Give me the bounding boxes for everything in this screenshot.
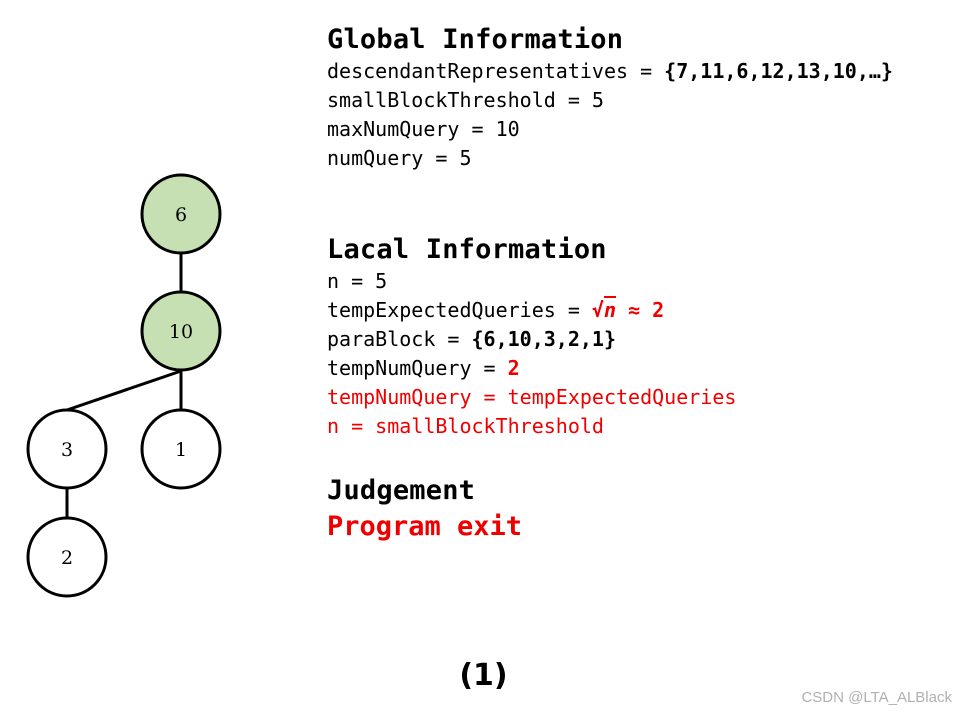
num-query-line: numQuery = 5 [327, 146, 472, 170]
n-line: n = 5 [327, 269, 388, 293]
tree-diagram: 6 10 3 1 2 [26, 173, 222, 598]
tree-edges [65, 253, 183, 517]
temp-num-query-line: tempNumQuery = 2 [327, 354, 736, 383]
condition-small-block: n = smallBlockThreshold [327, 414, 604, 438]
global-information-title: Global Information [327, 24, 624, 55]
figure-label: (1) [459, 658, 508, 693]
descendant-representatives-value: {7,11,6,12,13,10,…} [664, 59, 893, 83]
local-information-panel: Lacal Information n = 5 tempExpectedQuer… [327, 233, 736, 441]
tree-node-6: 6 [140, 173, 222, 255]
temp-num-query-value: 2 [507, 356, 520, 380]
judgement-title: Judgement [327, 475, 476, 506]
watermark: CSDN @LTA_ALBlack [801, 689, 952, 706]
descendant-representatives-key: descendantRepresentatives = [327, 59, 665, 83]
para-block-key: paraBlock = [327, 327, 472, 351]
tree-node-1: 1 [140, 408, 222, 490]
condition-temp-num-query: tempNumQuery = tempExpectedQueries [327, 385, 737, 409]
judgement-panel: Judgement Program exit [327, 474, 522, 546]
node-circle [26, 408, 108, 490]
node-label: 6 [175, 204, 187, 226]
edge-10-3 [66, 369, 182, 412]
node-label: 3 [61, 439, 73, 461]
node-label: 10 [169, 321, 193, 343]
node-label: 1 [175, 439, 187, 461]
temp-expected-queries-line: tempExpectedQueries = √n ≈ 2 [327, 296, 736, 325]
small-block-threshold-line: smallBlockThreshold = 5 [327, 88, 604, 112]
node-label: 2 [61, 547, 73, 569]
node-circle [140, 290, 222, 372]
para-block-line: paraBlock = {6,10,3,2,1} [327, 325, 736, 354]
temp-num-query-key: tempNumQuery = [327, 356, 508, 380]
tree-node-3: 3 [26, 408, 108, 490]
max-num-query-line: maxNumQuery = 10 [327, 117, 520, 141]
node-circle [140, 408, 222, 490]
sqrt-symbol: √ [591, 298, 604, 322]
para-block-value: {6,10,3,2,1} [471, 327, 617, 351]
judgement-result: Program exit [327, 511, 523, 542]
local-information-title: Lacal Information [327, 234, 607, 265]
node-circle [140, 173, 222, 255]
tree-node-10: 10 [140, 290, 222, 372]
temp-expected-queries-value: ≈ 2 [616, 298, 665, 322]
tree-node-2: 2 [26, 516, 108, 598]
global-information-panel: Global Information descendantRepresentat… [327, 23, 893, 173]
temp-expected-queries-key: tempExpectedQueries = [327, 298, 592, 322]
node-circle [26, 516, 108, 598]
descendant-representatives-line: descendantRepresentatives = {7,11,6,12,1… [327, 57, 893, 86]
sqrt-variable: n [603, 298, 616, 322]
